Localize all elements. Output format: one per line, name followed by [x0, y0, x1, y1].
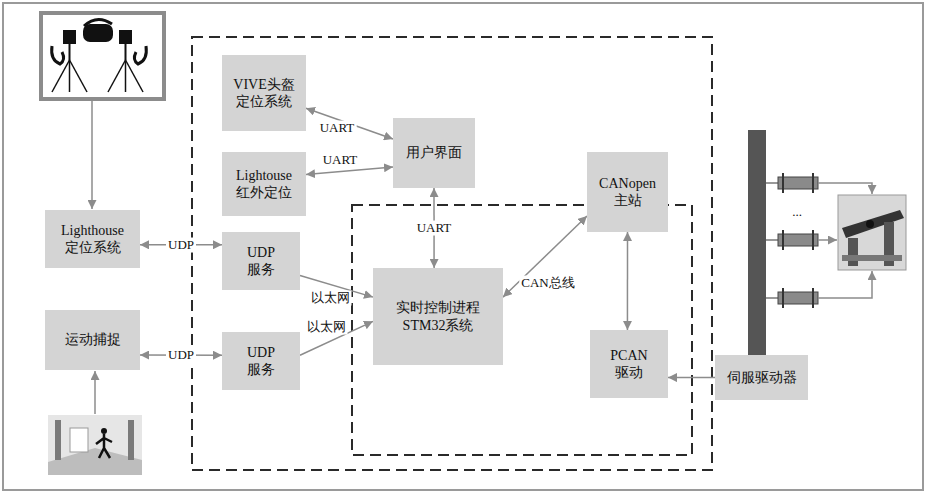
box-text: PCAN 驱动 [610, 347, 647, 382]
process-box: CANopen 主站 [587, 152, 668, 232]
motor-flange [782, 173, 784, 193]
process-box: Lighthouse 定位系统 [45, 210, 140, 268]
connector [503, 216, 587, 297]
mocap-photo-ground [48, 415, 142, 475]
base-station [63, 30, 76, 44]
mocap-photo [48, 415, 142, 475]
tripod-leg [108, 60, 126, 92]
robot-joint [866, 220, 874, 228]
process-box: VIVE头盔 定位系统 [222, 55, 306, 131]
photo-arrow [94, 371, 96, 414]
box-text: UDP 服务 [247, 244, 275, 279]
base-station [119, 30, 132, 44]
motor-wire [766, 239, 778, 241]
box-text: VIVE头盔 定位系统 [233, 76, 294, 111]
connector [627, 232, 629, 330]
motor-flange [782, 288, 784, 308]
inner-dashed-region [352, 205, 692, 455]
process-box: 运动捕捉 [45, 310, 140, 370]
process-box: 实时控制进程 STM32系统 [373, 268, 503, 365]
process-box: UDP 服务 [222, 332, 300, 390]
edge-label: UART [415, 221, 454, 236]
motor-arrow [818, 239, 837, 241]
connector [306, 167, 393, 174]
actor-head [101, 428, 107, 434]
box-text: CANopen 主站 [599, 175, 656, 210]
photo-arrow [91, 101, 93, 209]
motor-flange [812, 288, 814, 308]
edge-label: CAN总线 [519, 276, 576, 291]
process-box: UDP 服务 [222, 232, 300, 290]
box-text: 实时控制进程 STM32系统 [396, 299, 480, 334]
mocap-panel [70, 428, 88, 452]
edge-label: UDP [166, 348, 196, 363]
robot-photo-ground [838, 195, 906, 270]
process-box: 用户界面 [393, 118, 475, 188]
controller [52, 46, 64, 64]
headset-body [83, 24, 113, 42]
process-box: Lightouse 红外定位 [222, 152, 306, 216]
edge-label: 以太网 [305, 320, 348, 335]
robot-leg [848, 238, 858, 266]
outer-dashed-region [192, 37, 712, 470]
edge-label: UDP [166, 238, 196, 253]
motor-flange [812, 173, 814, 193]
motor-arrow [818, 183, 872, 194]
ellipsis-label: ... [790, 205, 804, 220]
vr-headset [52, 19, 147, 64]
edge-label: UART [318, 121, 357, 136]
motor-wire [766, 182, 778, 184]
figure-frame [3, 3, 923, 490]
motor-flange [812, 230, 814, 250]
bus-bar [748, 130, 766, 355]
box-text: 用户界面 [406, 144, 462, 162]
motor-row [766, 271, 872, 308]
tripod-leg [125, 60, 127, 92]
box-text: UDP 服务 [247, 344, 275, 379]
robot-arm [842, 210, 904, 238]
motor-row [766, 230, 837, 250]
motor-wire [766, 297, 778, 299]
tripod-mast [125, 44, 127, 60]
actor-figure [96, 434, 112, 458]
headset-photo-frame [41, 13, 164, 99]
box-text: 伺服驱动器 [727, 369, 797, 387]
motor-arrow [818, 271, 872, 298]
tripod-mast [69, 44, 71, 60]
motor-flange [782, 230, 784, 250]
mocap-camera-pole [128, 420, 134, 460]
process-box: PCAN 驱动 [590, 330, 668, 398]
connector [306, 108, 393, 139]
tripod-leg [70, 60, 88, 92]
tripod-leg [126, 60, 144, 92]
edge-label: UART [321, 153, 360, 168]
box-text: Lighthouse 定位系统 [61, 222, 124, 257]
mocap-camera-pole [55, 420, 61, 460]
box-text: 运动捕捉 [65, 331, 121, 349]
motor-row [766, 173, 872, 194]
edge-label: 以太网 [309, 291, 352, 306]
robot-photo [838, 195, 906, 270]
controller [134, 46, 146, 64]
connector [668, 377, 715, 379]
box-text: Lightouse 红外定位 [236, 167, 292, 202]
tripod-left [52, 30, 87, 92]
tripod-right [108, 30, 143, 92]
tripod-leg [69, 60, 71, 92]
process-box: 伺服驱动器 [715, 355, 808, 400]
mocap-floor [48, 448, 142, 475]
robot-base [842, 255, 902, 261]
